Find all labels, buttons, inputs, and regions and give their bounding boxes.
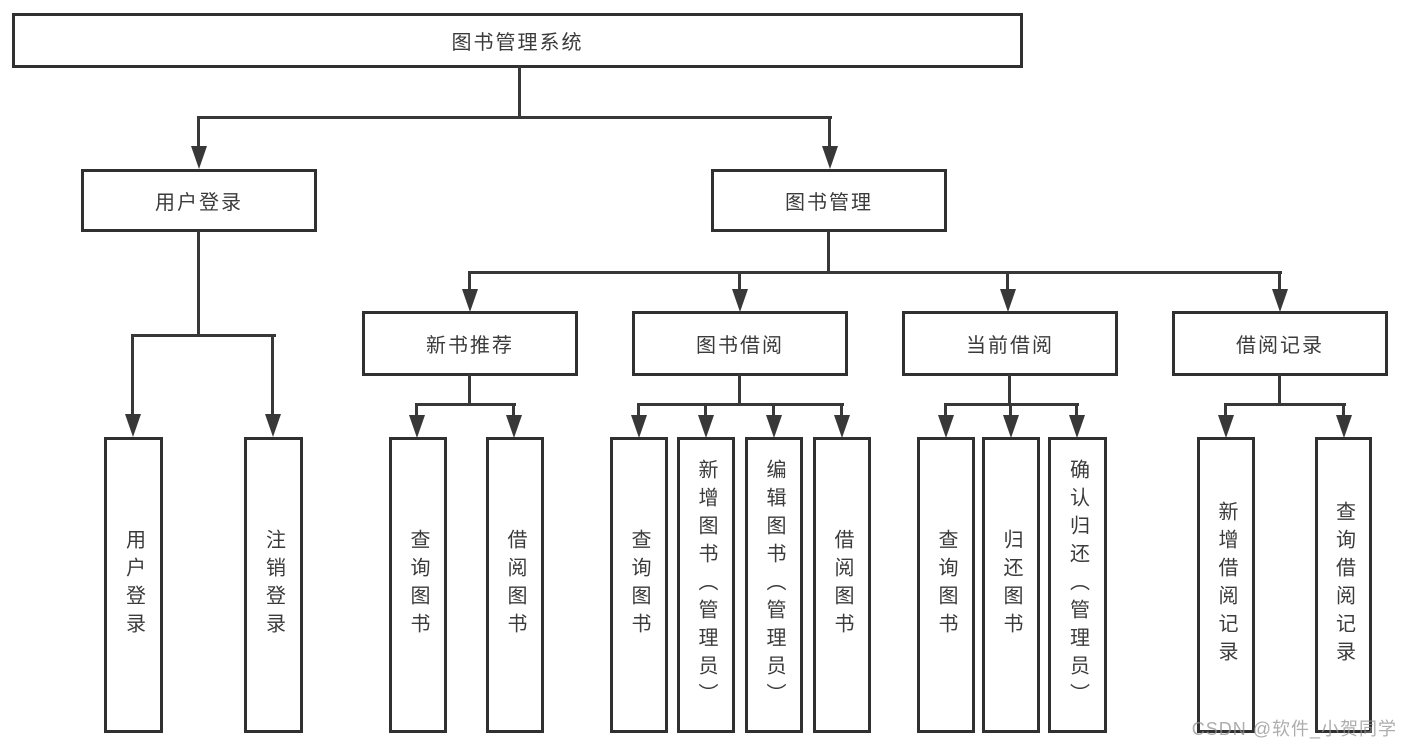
connector-line	[1075, 404, 1078, 416]
arrowhead-down-icon	[1069, 415, 1085, 438]
connector-line	[1008, 374, 1011, 406]
connector-line	[704, 404, 707, 416]
connector-line	[415, 403, 516, 406]
arrowhead-down-icon	[191, 146, 207, 169]
arrowhead-down-icon	[506, 415, 522, 438]
connector-line	[1224, 403, 1346, 406]
connector-line	[637, 403, 844, 406]
arrowhead-down-icon	[265, 414, 281, 437]
node-edit-book-admin: 编辑图书（管理员）	[745, 437, 803, 733]
arrowhead-down-icon	[766, 415, 782, 438]
node-query-books-current: 查询图书	[917, 437, 975, 733]
connector-line	[738, 374, 741, 406]
connector-line	[468, 271, 1282, 274]
connector-line	[131, 335, 134, 415]
connector-line	[468, 374, 471, 406]
csdn-watermark: CSDN @软件_小贺同学	[1191, 719, 1397, 739]
connector-line	[512, 404, 515, 416]
node-borrow-books-borrow: 借阅图书	[813, 437, 871, 733]
arrowhead-down-icon	[1218, 415, 1234, 438]
arrowhead-down-icon	[822, 146, 838, 169]
connector-line	[197, 231, 200, 337]
arrowhead-down-icon	[698, 415, 714, 438]
arrowhead-down-icon	[1272, 289, 1288, 312]
connector-line	[1224, 404, 1227, 416]
connector-line	[827, 231, 830, 273]
connector-line	[271, 335, 274, 415]
connector-line	[197, 117, 200, 148]
node-add-book-admin: 新增图书（管理员）	[677, 437, 735, 733]
connector-line	[1278, 272, 1281, 291]
arrowhead-down-icon	[462, 289, 478, 312]
arrowhead-down-icon	[409, 415, 425, 438]
arrowhead-down-icon	[938, 415, 954, 438]
node-logout: 注销登录	[244, 437, 303, 733]
node-query-books-borrow: 查询图书	[610, 437, 668, 733]
connector-line	[1342, 404, 1345, 416]
connector-line	[637, 404, 640, 416]
node-user-login-module: 用户登录	[81, 169, 317, 232]
connector-line	[415, 404, 418, 416]
arrowhead-down-icon	[631, 415, 647, 438]
connector-line	[518, 66, 521, 119]
node-borrow-books-recommend: 借阅图书	[486, 437, 544, 733]
connector-line	[131, 334, 276, 337]
arrowhead-down-icon	[1336, 415, 1352, 438]
connector-line	[1278, 374, 1281, 406]
connector-line	[772, 404, 775, 416]
arrowhead-down-icon	[125, 414, 141, 437]
connector-line	[944, 404, 947, 416]
node-confirm-return-admin: 确认归还（管理员）	[1048, 437, 1107, 733]
connector-line	[1009, 404, 1012, 416]
connector-line	[197, 116, 832, 119]
node-query-borrow-record: 查询借阅记录	[1315, 437, 1372, 733]
node-query-books-recommend: 查询图书	[389, 437, 447, 733]
connector-line	[1006, 272, 1009, 291]
node-borrowing-records: 借阅记录	[1172, 311, 1388, 376]
node-book-borrowing: 图书借阅	[632, 311, 848, 376]
node-library-system: 图书管理系统	[12, 13, 1023, 68]
arrowhead-down-icon	[1000, 289, 1016, 312]
arrowhead-down-icon	[732, 289, 748, 312]
node-new-book-recommend: 新书推荐	[362, 311, 578, 376]
arrowhead-down-icon	[834, 415, 850, 438]
node-book-management: 图书管理	[711, 169, 947, 232]
node-return-book: 归还图书	[982, 437, 1040, 733]
arrowhead-down-icon	[1003, 415, 1019, 438]
node-current-borrowing: 当前借阅	[902, 311, 1118, 376]
node-add-borrow-record: 新增借阅记录	[1197, 437, 1255, 733]
connector-line	[828, 117, 831, 148]
node-user-login: 用户登录	[104, 437, 163, 733]
connector-line	[840, 404, 843, 416]
connector-line	[468, 272, 471, 291]
connector-line	[738, 272, 741, 291]
